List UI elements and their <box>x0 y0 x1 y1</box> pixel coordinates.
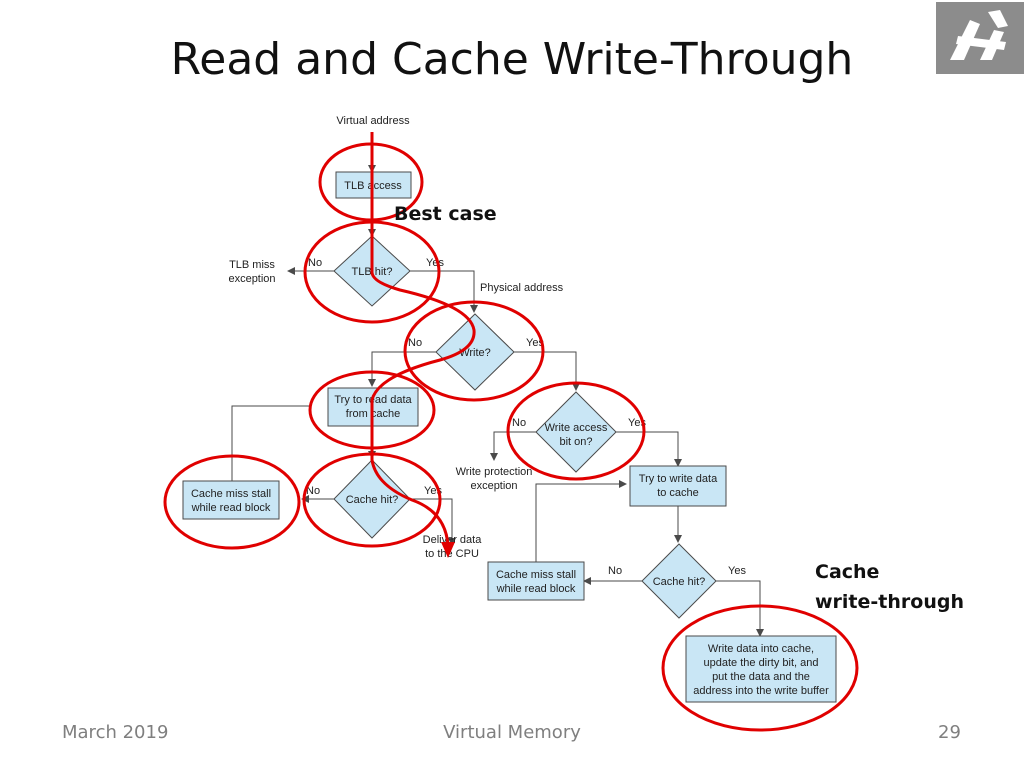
no-label-tlb: No <box>308 257 322 269</box>
no-label-hit-right: No <box>608 565 622 577</box>
physical-address-label: Physical address <box>480 282 564 294</box>
best-case-arrowhead-icon <box>441 542 455 558</box>
write-q-label: Write? <box>459 347 491 359</box>
logo <box>936 2 1024 74</box>
try-write-box: Try to write data to cache <box>629 465 727 507</box>
wpe-label-2: exception <box>470 480 517 492</box>
cache-hit-diamond-left: Cache hit? <box>333 459 411 539</box>
cache-write-through-note-line2: write-through <box>815 591 964 613</box>
no-label-write: No <box>408 337 422 349</box>
best-case-note: Best case <box>394 203 497 225</box>
cache-hit-left-label: Cache hit? <box>346 494 399 506</box>
write-data-label-4: address into the write buffer <box>693 685 829 697</box>
footer-date: March 2019 <box>62 722 169 743</box>
write-data-box: Write data into cache, update the dirty … <box>685 635 837 703</box>
yes-label-hit-right: Yes <box>728 565 746 577</box>
ring-write <box>403 300 545 402</box>
footer-topic: Virtual Memory <box>443 722 581 743</box>
ring-write-access <box>506 381 646 481</box>
virtual-address-label: Virtual address <box>336 115 410 127</box>
ring-write-data <box>661 604 859 732</box>
write-access-label-2: bit on? <box>559 436 592 448</box>
ring-cms-left <box>163 454 301 550</box>
write-diamond: Write? <box>435 313 515 391</box>
logo-emblem-icon <box>950 10 1008 60</box>
cms-right-label-2: while read block <box>496 583 576 595</box>
cache-hit-diamond-right: Cache hit? <box>641 543 717 619</box>
deliver-label-1: Deliver data <box>423 534 483 546</box>
best-case-path <box>370 132 476 547</box>
try-write-label-2: to cache <box>657 487 699 499</box>
cache-write-through-note-line1: Cache <box>815 561 880 583</box>
tlb-miss-label-2: exception <box>228 273 275 285</box>
cache-miss-stall-box-left: Cache miss stall while read block <box>182 480 280 520</box>
slide-title: Read and Cache Write-Through <box>170 34 854 85</box>
write-access-label-1: Write access <box>545 422 608 434</box>
try-write-label-1: Try to write data <box>639 473 718 485</box>
no-label-hit-left: No <box>306 485 320 497</box>
write-data-label-2: update the dirty bit, and <box>704 657 819 669</box>
cms-left-label-1: Cache miss stall <box>191 488 271 500</box>
cache-miss-stall-box-right: Cache miss stall while read block <box>487 561 585 601</box>
cms-left-label-2: while read block <box>191 502 271 514</box>
footer-page-number: 29 <box>938 722 961 743</box>
write-data-label-1: Write data into cache, <box>708 643 814 655</box>
tlb-miss-label-1: TLB miss <box>229 259 275 271</box>
cache-hit-right-label: Cache hit? <box>653 576 706 588</box>
no-label-wa: No <box>512 417 526 429</box>
deliver-label-2: to the CPU <box>425 548 479 560</box>
cms-right-label-1: Cache miss stall <box>496 569 576 581</box>
wpe-label-1: Write protection <box>456 466 533 478</box>
write-data-label-3: put the data and the <box>712 671 810 683</box>
write-access-diamond: Write access bit on? <box>535 391 617 473</box>
